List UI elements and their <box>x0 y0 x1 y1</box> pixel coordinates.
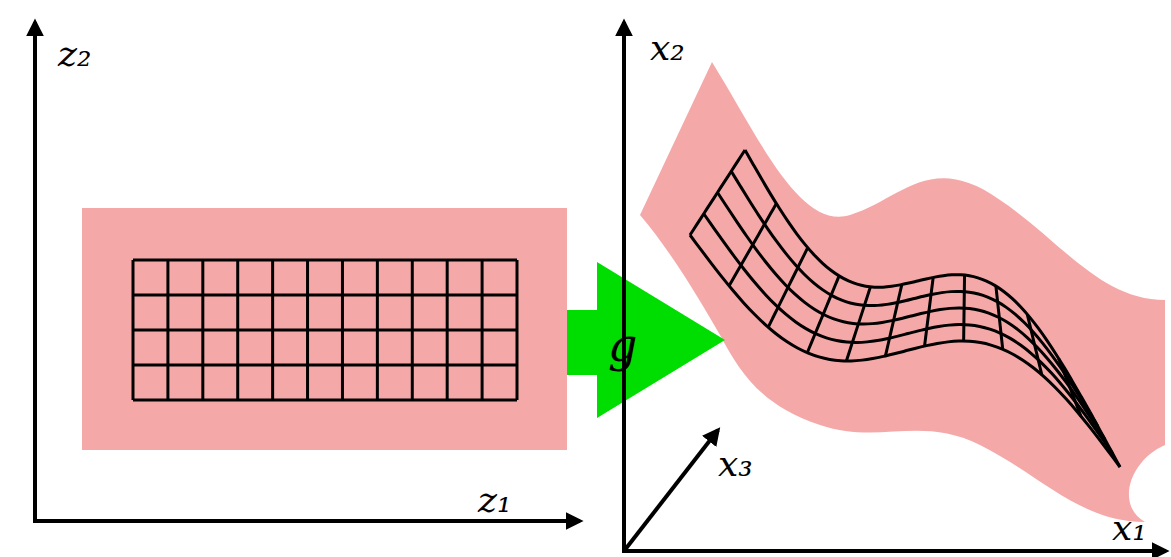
axis <box>33 22 37 521</box>
grid-line <box>133 294 517 297</box>
grid-line <box>731 171 1097 426</box>
latent-grid <box>133 260 517 400</box>
axis-label: z₂ <box>58 36 91 72</box>
grid-line <box>718 193 1106 440</box>
axis <box>622 22 626 551</box>
grid-line <box>133 364 517 367</box>
mapping-arrow <box>567 262 725 418</box>
grid-line <box>133 399 517 402</box>
function-label: g <box>608 322 637 368</box>
manifold-grid <box>690 150 1120 467</box>
grid-line <box>133 329 517 332</box>
axis-label: x₁ <box>1112 510 1147 546</box>
grid-line <box>704 214 1113 454</box>
axis-label: x₂ <box>650 30 685 66</box>
axis <box>33 519 580 523</box>
grid-line <box>690 235 1120 467</box>
axis-label: x₃ <box>718 446 753 482</box>
grid-line <box>133 259 517 262</box>
axis-label: z₁ <box>478 482 511 518</box>
axis <box>622 549 1166 553</box>
manifold-region <box>640 62 1165 522</box>
axis <box>624 430 718 551</box>
latent-region <box>82 208 567 450</box>
